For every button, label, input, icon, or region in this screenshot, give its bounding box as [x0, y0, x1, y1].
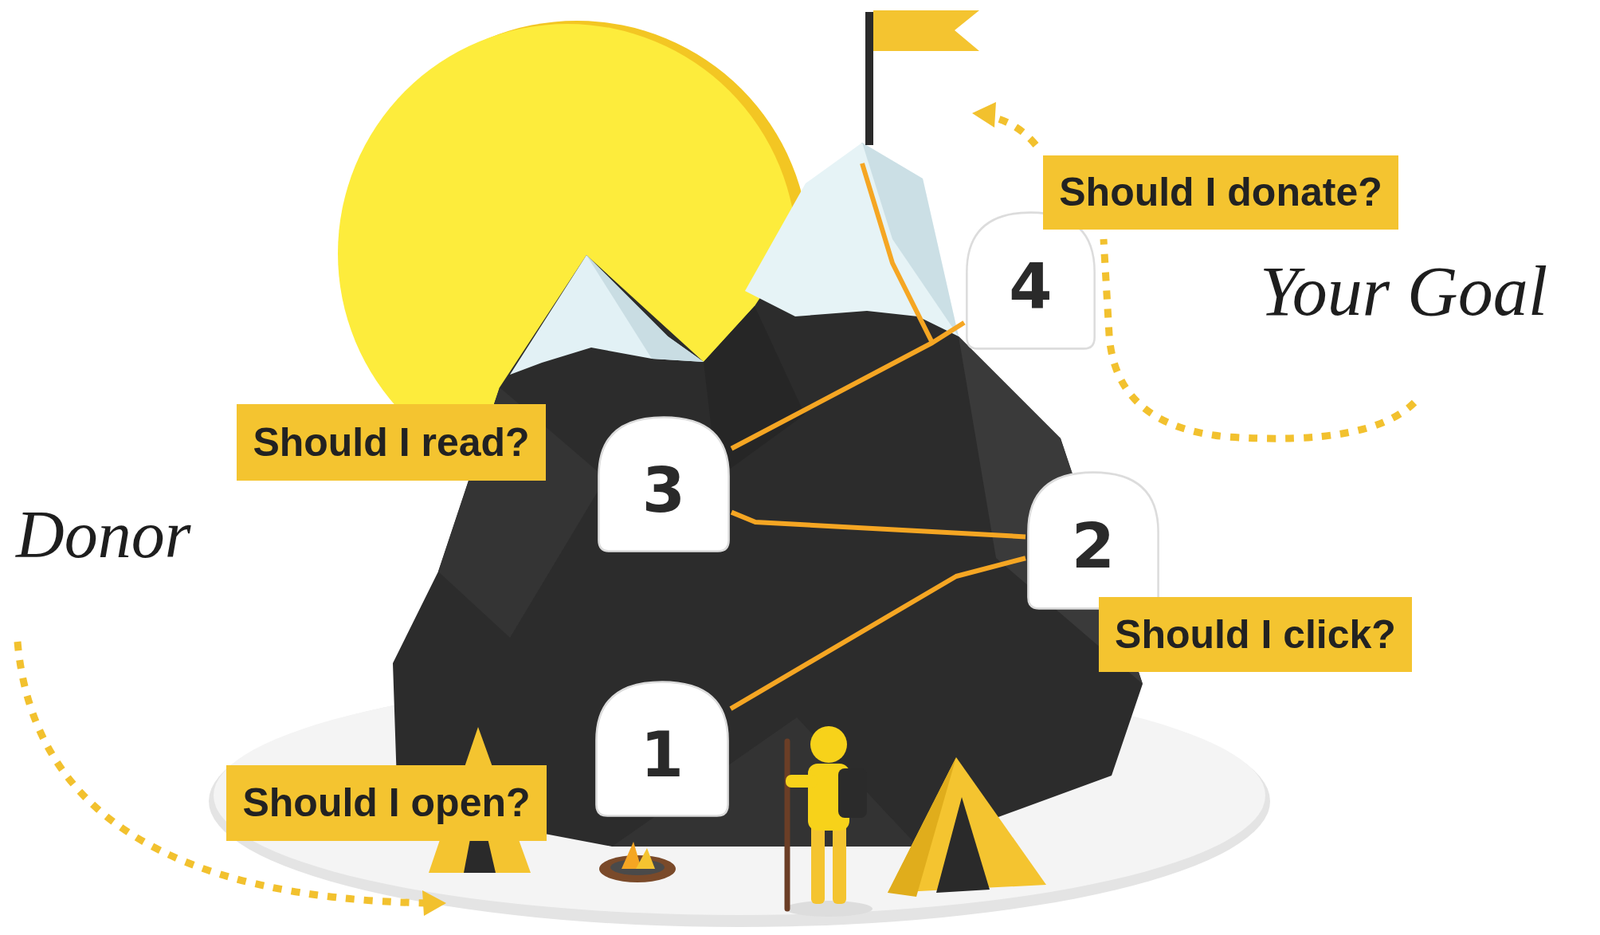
question-text: Should I donate? — [1058, 170, 1383, 215]
callout-number: 4 — [1008, 254, 1052, 318]
flame — [635, 847, 655, 869]
question-box: Should I click? — [1098, 596, 1412, 672]
hiker-leg — [832, 822, 847, 904]
trail-connector — [731, 322, 965, 449]
callout-number: 3 — [642, 458, 686, 522]
arrowhead — [422, 890, 447, 916]
question-box: Should I donate? — [1043, 155, 1399, 230]
question-text: Should I open? — [242, 780, 530, 825]
badge-outline — [966, 212, 1095, 350]
badge-outline — [596, 682, 728, 816]
hiker-arm — [785, 774, 818, 788]
hiking-stick — [784, 741, 791, 909]
tent-door — [936, 796, 990, 893]
snow-cap — [745, 142, 959, 337]
question-text: Should I click? — [1114, 612, 1397, 657]
arrowhead — [972, 101, 997, 128]
trail-connector — [731, 512, 1026, 538]
mountain-facet — [611, 717, 918, 847]
step-badge: 1 — [593, 678, 731, 819]
dotted-arrow — [988, 116, 1036, 146]
badge-outline — [1027, 472, 1158, 609]
hiker-leg — [811, 822, 825, 904]
step-badge: 4 — [964, 209, 1098, 352]
mountain — [392, 142, 1143, 847]
snow-cap — [509, 254, 704, 375]
trail-line — [862, 163, 933, 343]
step-badge: 3 — [596, 414, 732, 554]
hiker-shadow — [784, 900, 873, 917]
question-text: Should I read? — [252, 420, 530, 465]
snow-shade — [862, 142, 959, 337]
script-label: Your Goal — [1259, 253, 1548, 331]
question-box: Should I open? — [226, 764, 547, 841]
callout-number: 2 — [1071, 514, 1115, 577]
snow-shade — [586, 254, 704, 362]
step-badge: 2 — [1025, 469, 1161, 612]
script-label: Donor — [15, 498, 191, 572]
backpack — [838, 768, 867, 818]
flag-pole — [865, 11, 874, 146]
question-box: Should I read? — [236, 403, 546, 481]
trail-connector — [730, 557, 1026, 709]
callout-number: 1 — [640, 723, 684, 786]
flag — [873, 10, 980, 51]
badge-outline — [598, 417, 729, 552]
hiker-head — [810, 725, 848, 763]
